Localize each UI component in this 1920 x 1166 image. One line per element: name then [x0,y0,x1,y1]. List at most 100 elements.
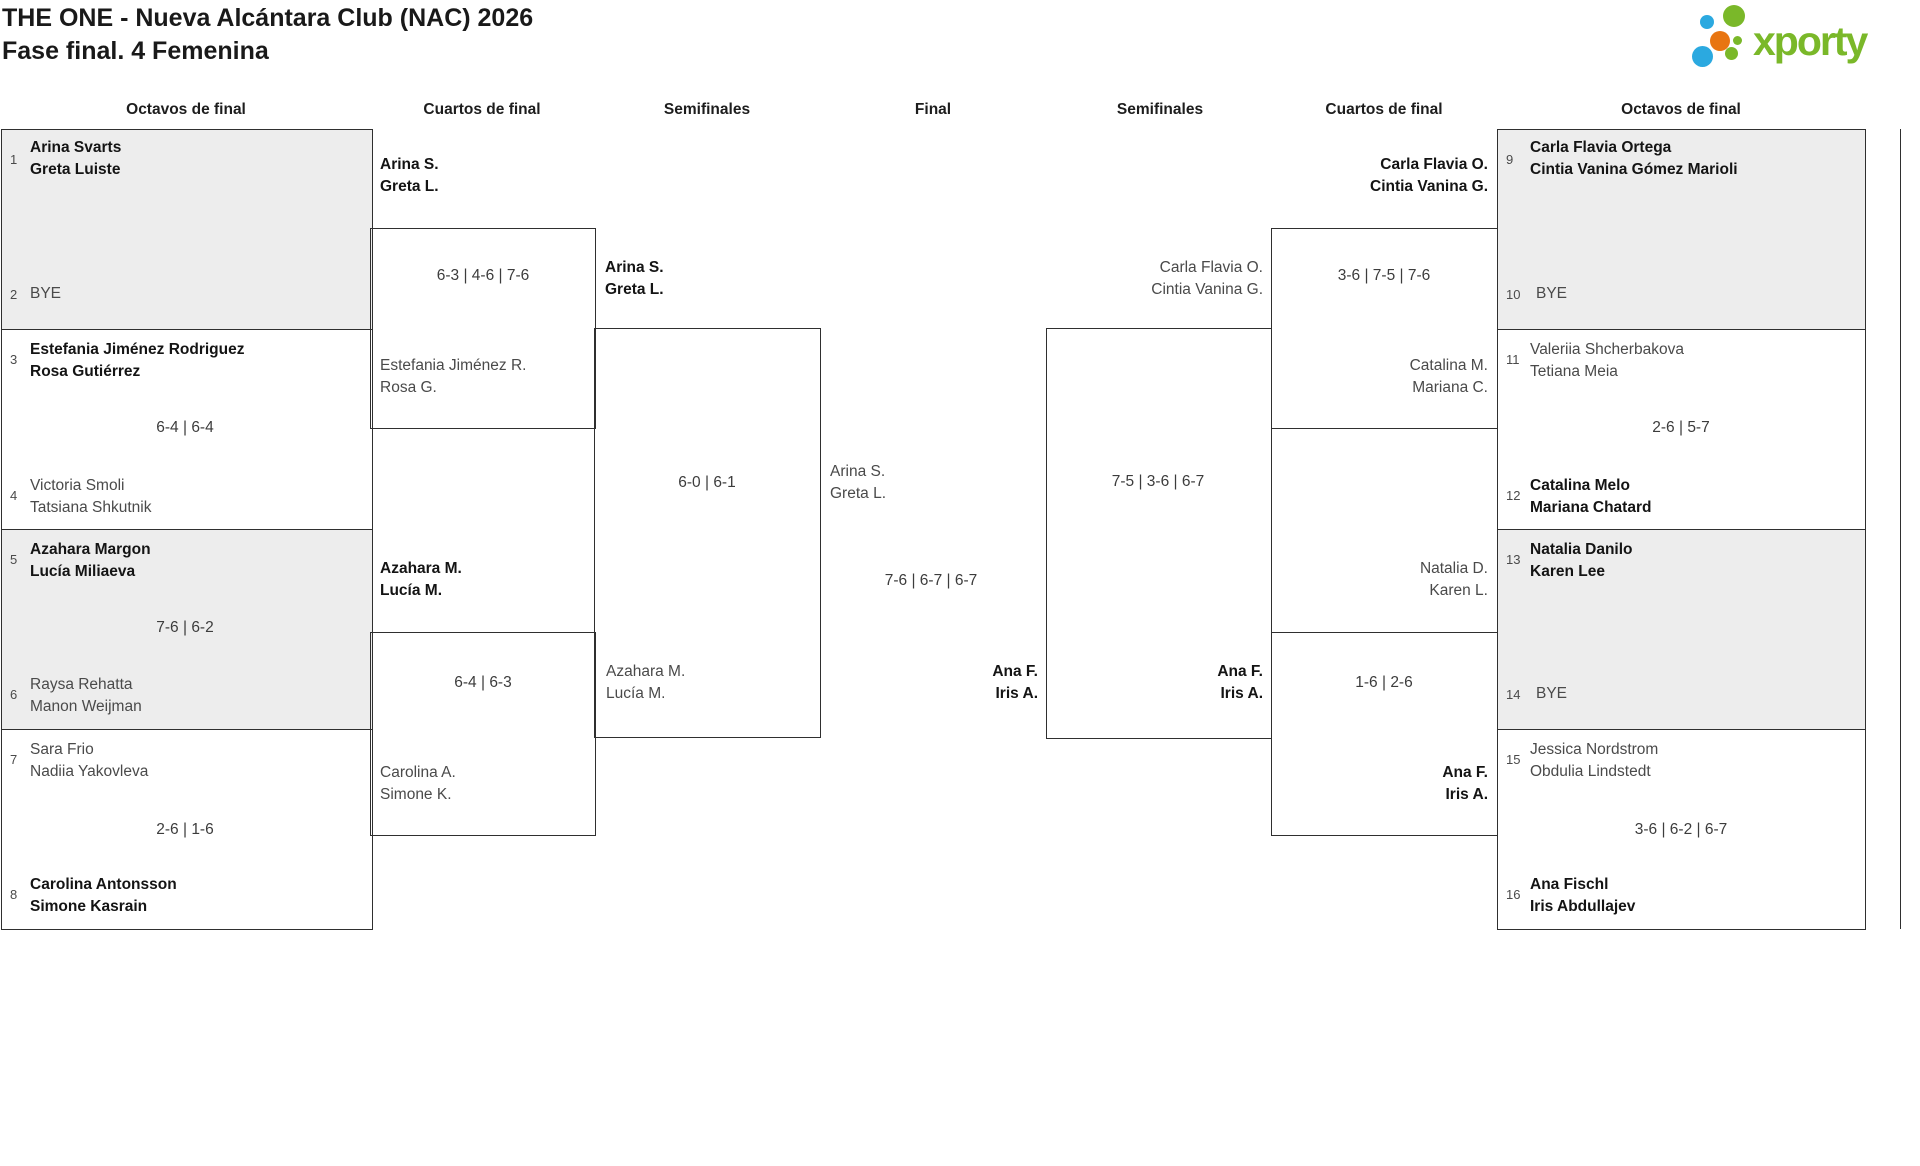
match-box-octavos-7 [1497,529,1866,730]
team-name: Azahara Margon [30,541,151,558]
match-score: 2-6 | 5-7 [1652,419,1710,436]
team-name: Catalina M. [1409,357,1488,374]
logo-dot-green-tiny [1733,36,1742,45]
team-name: Iris A. [1220,685,1264,702]
seed-number: 9 [1506,152,1514,167]
match-score: 7-6 | 6-2 [156,619,214,636]
team-name: Azahara M. [606,663,686,680]
team-name: Karen Lee [1530,563,1605,580]
logo-dot-green-small [1725,47,1738,60]
team-name: Mariana Chatard [1530,499,1652,516]
team-name: Sara Frio [30,741,94,758]
seed-number: 7 [10,752,18,767]
team-name: Nadiia Yakovleva [30,763,149,780]
team-name: Ana F. [1442,764,1488,781]
team-name: Rosa G. [380,379,437,396]
seed-number: 3 [10,352,18,367]
team-name: Tetiana Meia [1530,363,1618,380]
match-box-quarter-right-2 [1271,632,1498,836]
team-name: Cintia Vanina Gómez Marioli [1530,161,1738,178]
match-box-octavos-6 [1497,329,1866,530]
logo-text: xporty [1753,18,1868,64]
team-name: Iris Abdullajev [1530,898,1636,915]
team-name: Karen L. [1429,582,1488,599]
round-header-octavos-left: Octavos de final [126,101,246,118]
match-box-octavos-3 [1,529,373,730]
round-header-final: Final [914,101,952,118]
team-name: Estefania Jiménez R. [380,357,527,374]
round-header-semis-right: Semifinales [1116,101,1204,118]
team-name: Natalia D. [1419,560,1488,577]
team-name: Greta L. [605,281,664,298]
team-name: Ana F. [992,663,1038,680]
seed-number: 16 [1506,887,1521,902]
match-box-quarter-left-1 [370,228,596,429]
team-name: BYE [1536,685,1568,702]
match-box-quarter-right-1 [1271,228,1498,429]
round-header-octavos-right: Octavos de final [1621,101,1741,118]
logo-dot-blue-large [1692,46,1713,67]
team-name: Arina S. [830,463,886,480]
match-score: 6-0 | 6-1 [678,474,736,491]
seed-number: 12 [1506,488,1521,503]
team-name: Cintia Vanina G. [1370,178,1488,195]
team-name: Arina S. [380,156,439,173]
tournament-title: THE ONE - Nueva Alcántara Club (NAC) 202… [2,4,534,32]
match-score: 7-5 | 3-6 | 6-7 [1111,473,1205,490]
team-name: Carolina A. [380,764,456,781]
seed-number: 13 [1506,552,1521,567]
seed-number: 15 [1506,752,1521,767]
team-name: Arina Svarts [30,139,122,156]
match-score: 3-6 | 7-5 | 7-6 [1337,267,1431,284]
round-header-cuartos-left: Cuartos de final [423,101,541,118]
team-name: Natalia Danilo [1530,541,1633,558]
match-score: 6-3 | 4-6 | 7-6 [436,267,530,284]
seed-number: 1 [10,152,18,167]
seed-number: 14 [1506,687,1521,702]
team-name: Ana F. [1217,663,1263,680]
match-score: 7-6 | 6-7 | 6-7 [884,572,978,589]
match-box-octavos-4 [1,729,373,930]
logo-dot-blue-small [1700,15,1714,29]
team-name: Greta L. [380,178,439,195]
seed-number: 11 [1506,352,1520,367]
team-name: Simone K. [380,786,452,803]
team-name: Carla Flavia Ortega [1530,139,1672,156]
team-name: Azahara M. [380,560,462,577]
team-name: Victoria Smoli [30,477,125,494]
match-score: 3-6 | 6-2 | 6-7 [1634,821,1728,838]
team-name: Greta Luiste [30,161,121,178]
seed-number: 4 [10,488,18,503]
seed-number: 2 [10,287,18,302]
team-name: Catalina Melo [1530,477,1630,494]
match-box-semi-right [1046,328,1272,739]
match-score: 6-4 | 6-4 [156,419,214,436]
match-box-octavos-1 [1,129,373,330]
match-box-semi-left [594,328,821,738]
team-name: Ana Fischl [1530,876,1609,893]
team-name: Estefania Jiménez Rodriguez [30,341,245,358]
bracket-right-edge-line [1900,129,1901,929]
team-name: Valeriia Shcherbakova [1530,341,1684,358]
team-name: Mariana C. [1412,379,1488,396]
team-name: Jessica Nordstrom [1530,741,1659,758]
team-name: Iris A. [1445,786,1489,803]
seed-number: 10 [1506,287,1521,302]
phase-subtitle: Fase final. 4 Femenina [2,37,269,65]
team-name: Cintia Vanina G. [1151,281,1263,298]
match-score: 1-6 | 2-6 [1355,674,1413,691]
team-name: Iris A. [995,685,1039,702]
team-name: Lucía M. [380,582,443,599]
match-box-octavos-8 [1497,729,1866,930]
team-name: Arina S. [605,259,664,276]
match-box-octavos-2 [1,329,373,530]
logo-dot-green-large [1723,5,1745,27]
logo-dot-orange [1710,31,1730,51]
team-name: Lucía M. [606,685,666,702]
team-name: BYE [30,285,62,302]
team-name: Obdulia Lindstedt [1530,763,1651,780]
team-name: Simone Kasrain [30,898,148,915]
match-box-octavos-5 [1497,129,1866,330]
match-score: 2-6 | 1-6 [156,821,214,838]
